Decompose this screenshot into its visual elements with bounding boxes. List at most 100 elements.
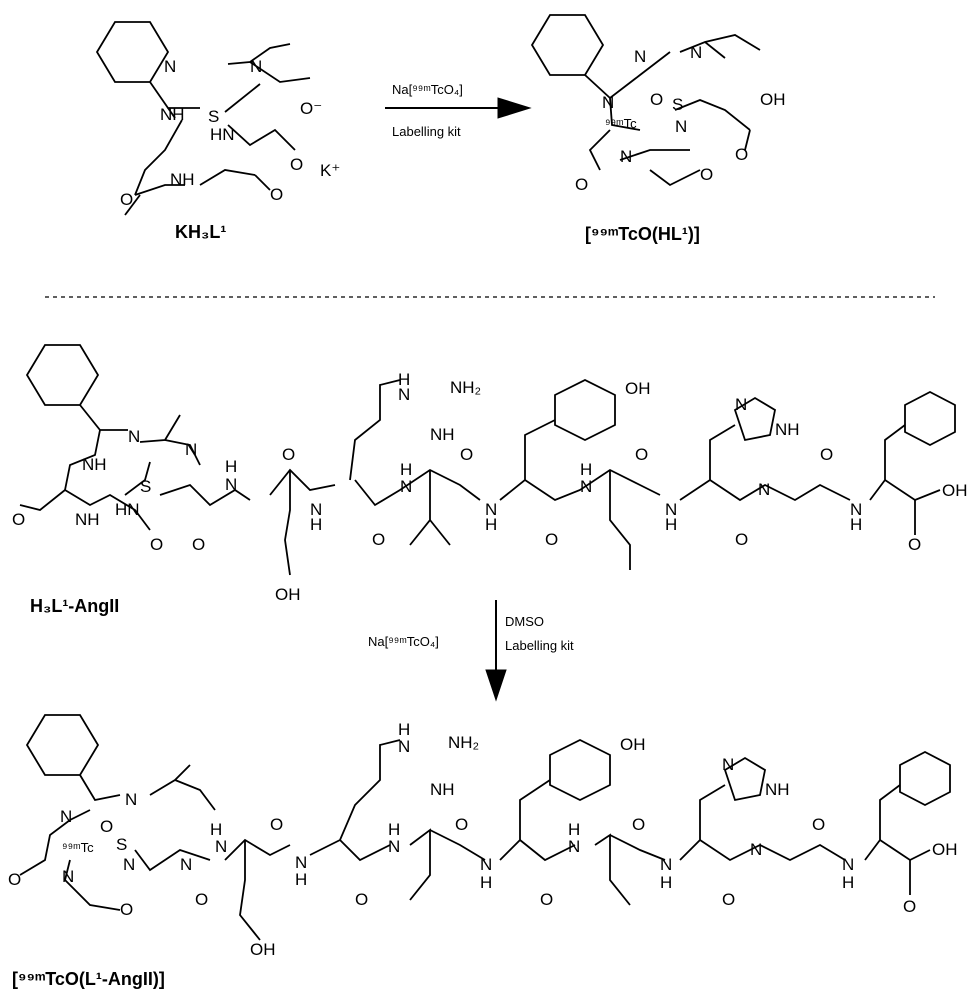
atom-o: O bbox=[735, 145, 748, 164]
atom-o: O bbox=[545, 530, 558, 549]
bottom-solvent-text: DMSO bbox=[505, 614, 544, 629]
imidazole-ring bbox=[733, 396, 777, 442]
technetium-center: ⁹⁹ᵐTc bbox=[605, 116, 637, 131]
atom-s: S bbox=[672, 95, 683, 114]
top-reagent-text: Na[⁹⁹ᵐTcO₄] bbox=[392, 82, 463, 97]
phenyl-ring bbox=[25, 344, 100, 406]
atom-o: O bbox=[575, 175, 588, 194]
atom-nh: NH bbox=[82, 455, 107, 474]
atom-n: N bbox=[310, 500, 322, 519]
atom-o: O bbox=[735, 530, 748, 549]
atom-o: O bbox=[192, 535, 205, 554]
atom-n: N bbox=[722, 755, 734, 774]
phenyl-ring bbox=[95, 21, 170, 83]
bottom-product-structure bbox=[19, 714, 951, 941]
atom-nh: NH bbox=[765, 780, 790, 799]
atom-oh: OH bbox=[620, 735, 646, 754]
atom-o: O bbox=[632, 815, 645, 834]
atom-n: N bbox=[735, 395, 747, 414]
atom-n: N bbox=[225, 475, 237, 494]
atom-n: N bbox=[128, 427, 140, 446]
atom-h: H bbox=[580, 460, 592, 479]
atom-hn: HN bbox=[210, 125, 235, 144]
atom-o: O bbox=[355, 890, 368, 909]
atom-o: O bbox=[282, 445, 295, 464]
atom-h: H bbox=[842, 873, 854, 892]
atom-n: N bbox=[480, 855, 492, 874]
atom-n: N bbox=[568, 837, 580, 856]
atom-n: N bbox=[398, 737, 410, 756]
atom-n: N bbox=[602, 93, 614, 112]
atom-h: H bbox=[225, 457, 237, 476]
atom-n: N bbox=[60, 807, 72, 826]
atom-o: O bbox=[120, 900, 133, 919]
atom-o: O bbox=[903, 897, 916, 916]
atom-o: O bbox=[270, 815, 283, 834]
atom-h: H bbox=[665, 515, 677, 534]
atom-n: N bbox=[758, 480, 770, 499]
atom-hn: HN bbox=[115, 500, 140, 519]
phenyl-ring bbox=[899, 750, 951, 807]
atom-o: O bbox=[100, 817, 113, 836]
technetium-center: ⁹⁹ᵐTc bbox=[62, 840, 94, 855]
top-reactant-label: KH₃L¹ bbox=[175, 222, 226, 242]
atom-h: H bbox=[660, 873, 672, 892]
atom-nh: NH bbox=[430, 780, 455, 799]
atom-n: N bbox=[250, 57, 262, 76]
atom-n: N bbox=[690, 43, 702, 62]
atom-oh: OH bbox=[250, 940, 276, 959]
top-product-structure bbox=[530, 14, 761, 187]
atom-h: H bbox=[850, 515, 862, 534]
atom-oh: OH bbox=[275, 585, 301, 604]
atom-o: O bbox=[455, 815, 468, 834]
atom-h: H bbox=[310, 515, 322, 534]
atom-o: O bbox=[908, 535, 921, 554]
atom-oh: OH bbox=[932, 840, 958, 859]
atom-o: O bbox=[635, 445, 648, 464]
atom-o: O bbox=[120, 190, 133, 209]
atom-o-minus: O⁻ bbox=[300, 99, 322, 118]
atom-nh: NH bbox=[775, 420, 800, 439]
atom-oh: OH bbox=[760, 90, 786, 109]
bottom-reactant-label: H₃L¹-AngII bbox=[30, 596, 119, 616]
atom-n: N bbox=[400, 477, 412, 496]
atom-nh2: NH₂ bbox=[450, 378, 481, 397]
atom-oh: OH bbox=[942, 481, 968, 500]
atom-o: O bbox=[150, 535, 163, 554]
atom-o: O bbox=[650, 90, 663, 109]
top-reactant-structure bbox=[95, 21, 311, 216]
atom-n: N bbox=[750, 840, 762, 859]
atom-hn: H bbox=[398, 370, 410, 389]
atom-n: N bbox=[62, 867, 74, 886]
atom-h: H bbox=[210, 820, 222, 839]
imidazole-ring bbox=[723, 756, 767, 802]
bottom-reaction-arrow bbox=[485, 600, 507, 702]
atom-s: S bbox=[140, 477, 151, 496]
atom-o: O bbox=[820, 445, 833, 464]
atom-h: H bbox=[398, 720, 410, 739]
atom-n: N bbox=[123, 855, 135, 874]
atom-n: N bbox=[215, 837, 227, 856]
atom-h: H bbox=[400, 460, 412, 479]
atom-o: O bbox=[12, 510, 25, 529]
atom-n: N bbox=[125, 790, 137, 809]
atom-nh: NH bbox=[170, 170, 195, 189]
counter-ion: K⁺ bbox=[320, 161, 340, 180]
phenyl-ring bbox=[25, 714, 100, 776]
atom-n: N bbox=[485, 500, 497, 519]
atom-o: O bbox=[540, 890, 553, 909]
atom-n: N bbox=[665, 500, 677, 519]
atom-nh2: NH₂ bbox=[448, 733, 479, 752]
atom-nh: NH bbox=[160, 105, 185, 124]
atom-o: O bbox=[372, 530, 385, 549]
atom-n: N bbox=[580, 477, 592, 496]
atom-o: O bbox=[812, 815, 825, 834]
atom-s: S bbox=[116, 835, 127, 854]
atom-h: H bbox=[485, 515, 497, 534]
bottom-reagent-text: Na[⁹⁹ᵐTcO₄] bbox=[368, 634, 439, 649]
atom-n: N bbox=[634, 47, 646, 66]
atom-nh: NH bbox=[75, 510, 100, 529]
atom-h: H bbox=[295, 870, 307, 889]
atom-oh: OH bbox=[625, 379, 651, 398]
